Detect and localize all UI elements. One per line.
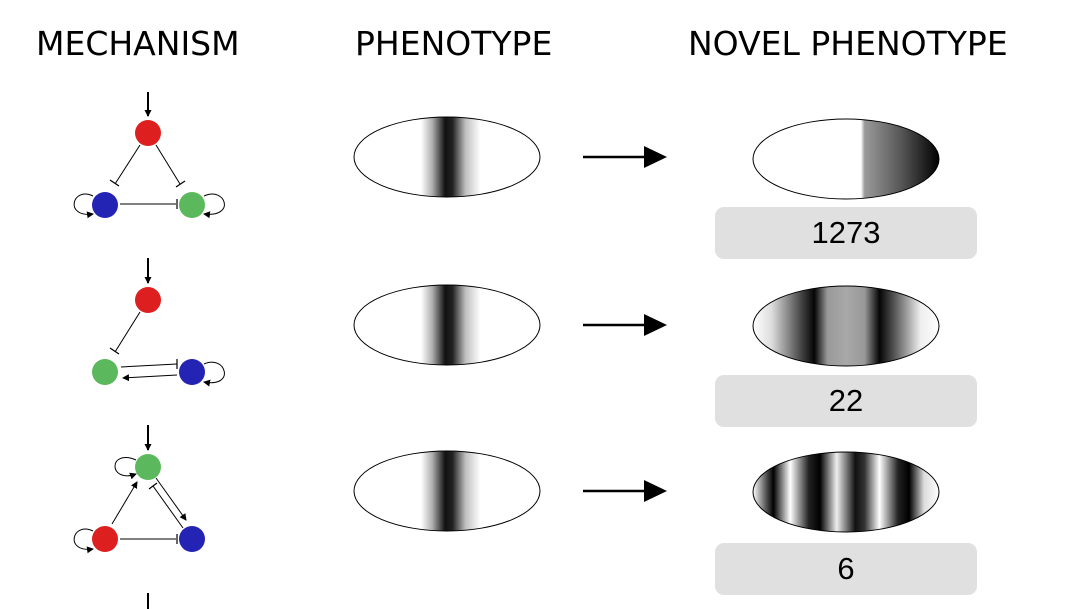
phenotype-header: PHENOTYPE	[355, 24, 553, 63]
novel-phenotype-embryo-3	[752, 451, 940, 533]
blue-node	[179, 359, 205, 385]
transition-arrow-2	[583, 314, 667, 336]
self-loop-arrow	[203, 193, 225, 219]
red-node	[135, 120, 161, 146]
mechanism-network-1	[73, 92, 225, 219]
green-node	[92, 359, 118, 385]
mechanism-header: MECHANISM	[36, 24, 240, 63]
green-node	[179, 192, 205, 218]
red-node	[135, 287, 161, 313]
phenotype-embryo-3	[353, 450, 541, 532]
transition-arrow-3	[583, 480, 667, 502]
self-loop-arrow	[114, 457, 137, 480]
count-badge-1: 1273	[715, 207, 977, 259]
self-loop-arrow	[73, 193, 94, 219]
phenotype-embryo-2	[353, 284, 541, 366]
self-loop-arrow	[203, 361, 225, 387]
red-node	[92, 526, 118, 552]
mechanism-network-2	[92, 258, 225, 387]
novel-phenotype-embryo-2	[752, 285, 940, 367]
self-loop-arrow	[73, 528, 94, 554]
green-node	[135, 454, 161, 480]
blue-node	[179, 526, 205, 552]
transition-arrow-1	[583, 146, 667, 168]
mechanism-network-3	[73, 425, 205, 554]
blue-node	[92, 192, 118, 218]
count-badge-3: 6	[715, 543, 977, 595]
phenotype-embryo-1	[353, 116, 541, 198]
novel-phenotype-header: NOVEL PHENOTYPE	[688, 24, 1008, 63]
novel-phenotype-embryo-1	[752, 118, 940, 200]
count-badge-2: 22	[715, 375, 977, 427]
